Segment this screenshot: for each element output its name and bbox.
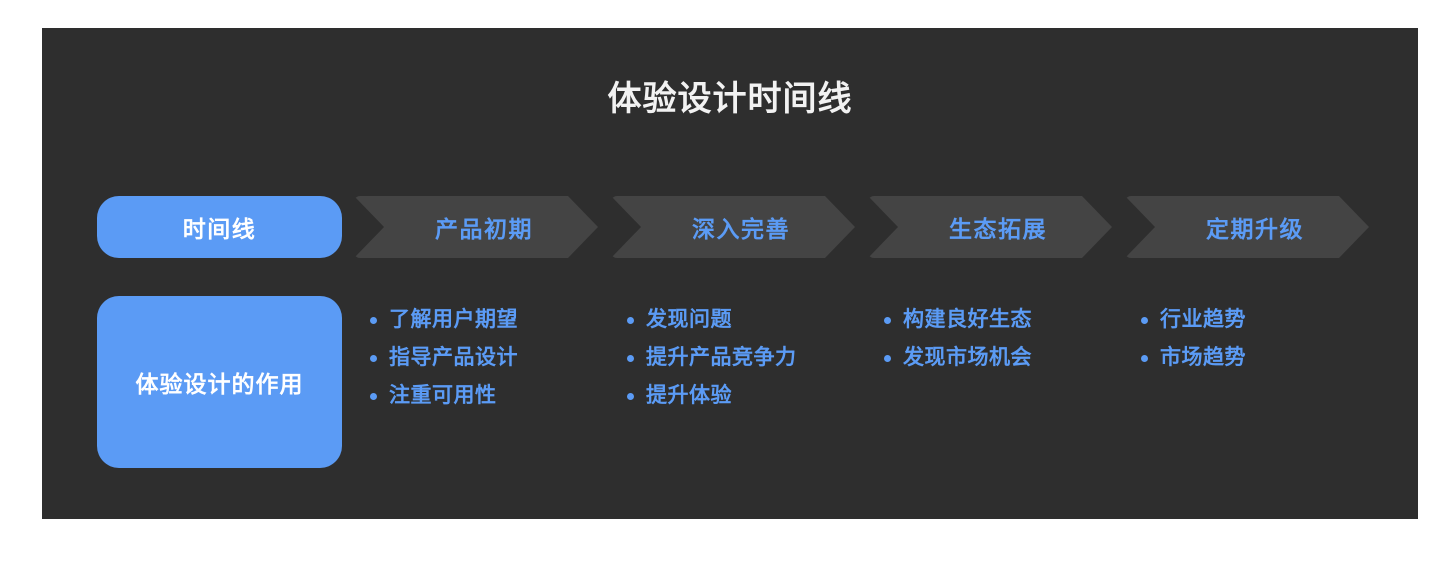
list-item[interactable]: 提升产品竞争力 <box>611 344 855 372</box>
role-row: 体验设计的作用 了解用户期望 指导产品设计 注重可用性 <box>97 296 1397 468</box>
bullet-label: 行业趋势 <box>1160 308 1246 331</box>
phase-step-deep-improve[interactable]: 深入完善 <box>611 196 855 258</box>
list-item[interactable]: 指导产品设计 <box>354 344 598 372</box>
bullet-dot-icon <box>627 355 634 362</box>
bullet-column-2: 发现问题 提升产品竞争力 提升体验 <box>611 306 855 420</box>
bullet-column-3: 构建良好生态 发现市场机会 <box>868 306 1112 382</box>
bullet-label: 提升产品竞争力 <box>646 346 797 369</box>
list-item[interactable]: 提升体验 <box>611 382 855 410</box>
role-label-box[interactable]: 体验设计的作用 <box>97 296 342 468</box>
bullet-dot-icon <box>1141 317 1148 324</box>
bullet-column-1: 了解用户期望 指导产品设计 注重可用性 <box>354 306 598 420</box>
bullet-label: 指导产品设计 <box>389 346 518 369</box>
bullet-dot-icon <box>884 317 891 324</box>
list-item[interactable]: 构建良好生态 <box>868 306 1112 334</box>
phase-step-label: 产品初期 <box>435 216 533 242</box>
bullet-dot-icon <box>370 355 377 362</box>
phase-step-product-early[interactable]: 产品初期 <box>354 196 598 258</box>
bullet-dot-icon <box>627 393 634 400</box>
phase-step-label: 定期升级 <box>1206 216 1304 242</box>
bullet-label: 发现市场机会 <box>903 346 1032 369</box>
list-item[interactable]: 市场趋势 <box>1125 344 1369 372</box>
list-item[interactable]: 了解用户期望 <box>354 306 598 334</box>
bullet-dot-icon <box>627 317 634 324</box>
bullet-column-4: 行业趋势 市场趋势 <box>1125 306 1369 382</box>
phase-row: 时间线 产品初期 深入完善 生态拓展 定期升级 <box>97 196 1397 258</box>
phase-step-label: 深入完善 <box>692 216 790 242</box>
bullet-label: 市场趋势 <box>1160 346 1246 369</box>
bullet-label: 发现问题 <box>646 308 732 331</box>
phase-current-timeline[interactable]: 时间线 <box>97 196 342 258</box>
bullet-label: 构建良好生态 <box>903 308 1032 331</box>
bullet-dot-icon <box>370 393 377 400</box>
list-item[interactable]: 行业趋势 <box>1125 306 1369 334</box>
bullet-label: 注重可用性 <box>389 384 497 407</box>
phase-step-ecosystem-expand[interactable]: 生态拓展 <box>868 196 1112 258</box>
timeline-card: 体验设计时间线 时间线 产品初期 深入完善 生态拓展 定期升级 体验设计的作用 <box>42 28 1418 519</box>
phase-step-label: 生态拓展 <box>949 216 1047 242</box>
page-title: 体验设计时间线 <box>607 80 853 118</box>
bullet-label: 了解用户期望 <box>389 308 518 331</box>
bullet-dot-icon <box>1141 355 1148 362</box>
bullet-dot-icon <box>884 355 891 362</box>
list-item[interactable]: 发现市场机会 <box>868 344 1112 372</box>
role-label: 体验设计的作用 <box>135 371 304 397</box>
list-item[interactable]: 发现问题 <box>611 306 855 334</box>
phase-current-label: 时间线 <box>182 216 257 242</box>
bullet-label: 提升体验 <box>646 384 732 407</box>
bullet-dot-icon <box>370 317 377 324</box>
list-item[interactable]: 注重可用性 <box>354 382 598 410</box>
phase-step-regular-upgrade[interactable]: 定期升级 <box>1125 196 1369 258</box>
